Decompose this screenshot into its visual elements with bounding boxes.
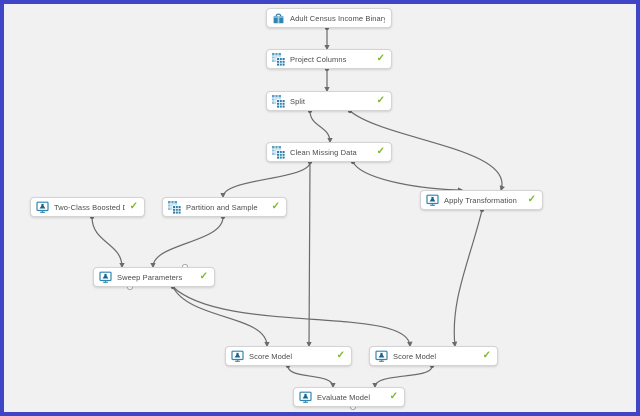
module-label: Apply Transformation [444, 195, 517, 205]
module-label: Project Columns [290, 54, 347, 64]
table-icon [272, 145, 285, 159]
module-node-score-model-right[interactable]: Score Model ✓ [369, 346, 498, 366]
model-icon [375, 350, 388, 363]
connection-clean-missing-data-to-score-model-left[interactable] [306, 161, 312, 348]
status-success-icon: ✓ [199, 271, 208, 282]
module-node-sweep-parameters[interactable]: Sweep Parameters ✓ [93, 267, 215, 287]
connection-split-to-apply-transformation[interactable] [349, 110, 505, 192]
model-icon [299, 391, 312, 404]
module-label: Two-Class Boosted Decision T... [54, 202, 125, 212]
model-icon [231, 350, 244, 363]
model-icon [426, 194, 439, 207]
status-success-icon: ✓ [376, 95, 385, 106]
connection-partition-and-sample-to-sweep-parameters[interactable] [150, 216, 224, 269]
module-label: Score Model [249, 351, 293, 361]
connection-score-model-left-to-evaluate-model[interactable] [287, 365, 336, 389]
table-icon [168, 200, 181, 214]
module-node-adult-census-income-dataset[interactable]: Adult Census Income Binary C... [266, 8, 392, 28]
module-label: Sweep Parameters [117, 272, 183, 282]
module-label: Clean Missing Data [290, 147, 357, 157]
status-success-icon: ✓ [376, 53, 385, 64]
connection-split-to-clean-missing-data[interactable] [309, 110, 333, 144]
module-node-split[interactable]: Split ✓ [266, 91, 392, 111]
model-icon [36, 201, 49, 214]
module-node-project-columns[interactable]: Project Columns ✓ [266, 49, 392, 69]
status-success-icon: ✓ [389, 391, 398, 402]
status-success-icon: ✓ [336, 350, 345, 361]
connection-clean-missing-data-to-apply-transformation[interactable] [352, 161, 464, 193]
connection-sweep-parameters-to-score-model-right[interactable] [172, 286, 413, 348]
module-label: Split [290, 96, 306, 106]
model-icon [99, 271, 112, 284]
connection-clean-missing-data-to-partition-and-sample[interactable] [220, 161, 311, 199]
module-node-score-model-left[interactable]: Score Model ✓ [225, 346, 352, 366]
experiment-canvas[interactable]: Adult Census Income Binary C... Project C… [4, 4, 636, 412]
connection-sweep-parameters-to-score-model-left[interactable] [172, 286, 270, 348]
table-icon [272, 94, 285, 108]
status-success-icon: ✓ [271, 201, 280, 212]
module-node-apply-transformation[interactable]: Apply Transformation ✓ [420, 190, 543, 210]
module-node-two-class-boosted-decision-tree[interactable]: Two-Class Boosted Decision T... ✓ [30, 197, 145, 217]
table-icon [272, 52, 285, 66]
status-success-icon: ✓ [129, 201, 138, 212]
status-success-icon: ✓ [376, 146, 385, 157]
dataset-icon [272, 12, 285, 25]
module-node-partition-and-sample[interactable]: Partition and Sample ✓ [162, 197, 287, 217]
connection-score-model-right-to-evaluate-model[interactable] [372, 365, 433, 389]
connection-apply-transformation-to-score-model-right[interactable] [451, 209, 483, 348]
module-label: Partition and Sample [186, 202, 258, 212]
module-node-clean-missing-data[interactable]: Clean Missing Data ✓ [266, 142, 392, 162]
status-success-icon: ✓ [482, 350, 491, 361]
module-layer: Adult Census Income Binary C... Project C… [4, 4, 636, 412]
module-label: Evaluate Model [317, 392, 371, 402]
module-node-evaluate-model[interactable]: Evaluate Model ✓ [293, 387, 405, 407]
connection-two-class-boosted-decision-tree-to-sweep-parameters[interactable] [91, 216, 125, 269]
module-label: Score Model [393, 351, 437, 361]
module-label: Adult Census Income Binary C... [290, 13, 385, 23]
status-success-icon: ✓ [527, 194, 536, 205]
